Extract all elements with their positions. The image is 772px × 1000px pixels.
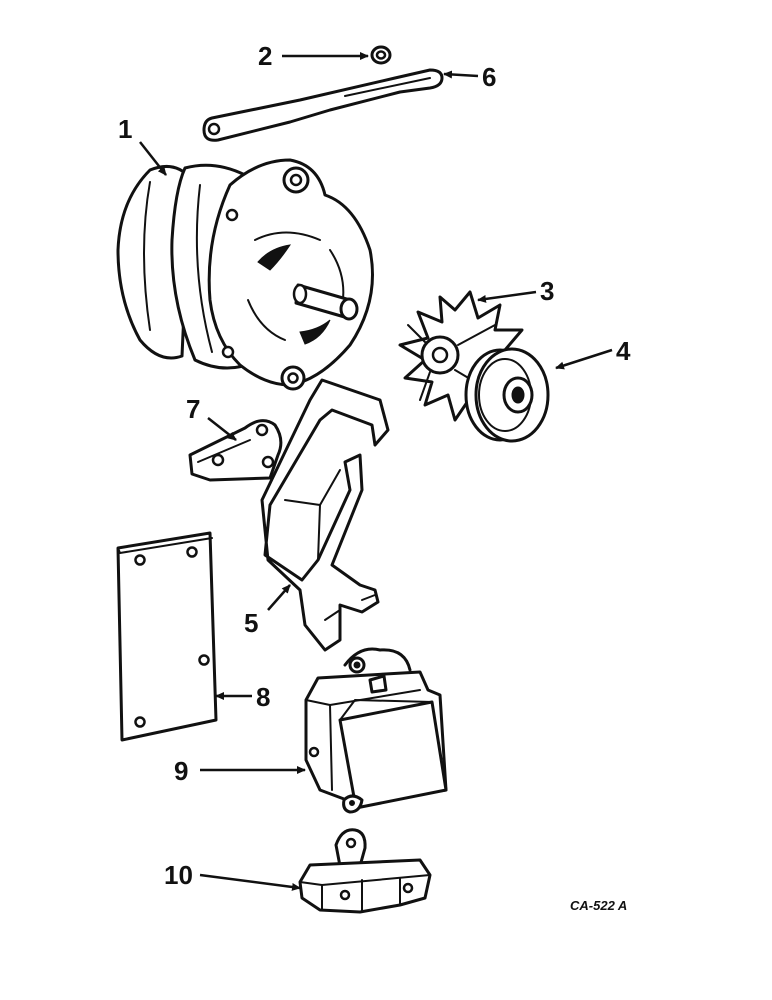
callout-2: 2 [258,41,272,71]
reference-code: CA-522 A [570,898,627,913]
part-4-pulley [464,347,550,443]
part-5-mounting-bracket [260,378,390,652]
part-6-adjusting-strap [202,68,444,142]
leader-3 [477,290,537,303]
part-7-bracket [188,419,283,482]
leader-7 [207,417,237,441]
callout-4: 4 [616,336,631,366]
part-2-nut [370,45,392,65]
part-1-alternator [116,158,374,391]
part-8-plate [116,531,218,742]
callout-6: 6 [482,62,496,92]
callout-3: 3 [540,276,554,306]
callout-9: 9 [174,756,188,786]
callout-10: 10 [164,860,193,890]
callout-7: 7 [186,394,200,424]
leader-10 [199,873,301,891]
leader-lines [139,52,613,891]
part-10-terminal-block [298,828,432,914]
leader-1 [139,141,167,176]
callout-1: 1 [118,114,132,144]
part-9-voltage-regulator [304,647,448,814]
leader-4 [555,348,613,370]
callout-8: 8 [256,682,270,712]
leader-5 [267,584,291,611]
leader-6 [443,70,479,79]
callout-5: 5 [244,608,258,638]
callout-labels: 1 2 3 4 5 6 7 8 9 10 [118,41,631,890]
